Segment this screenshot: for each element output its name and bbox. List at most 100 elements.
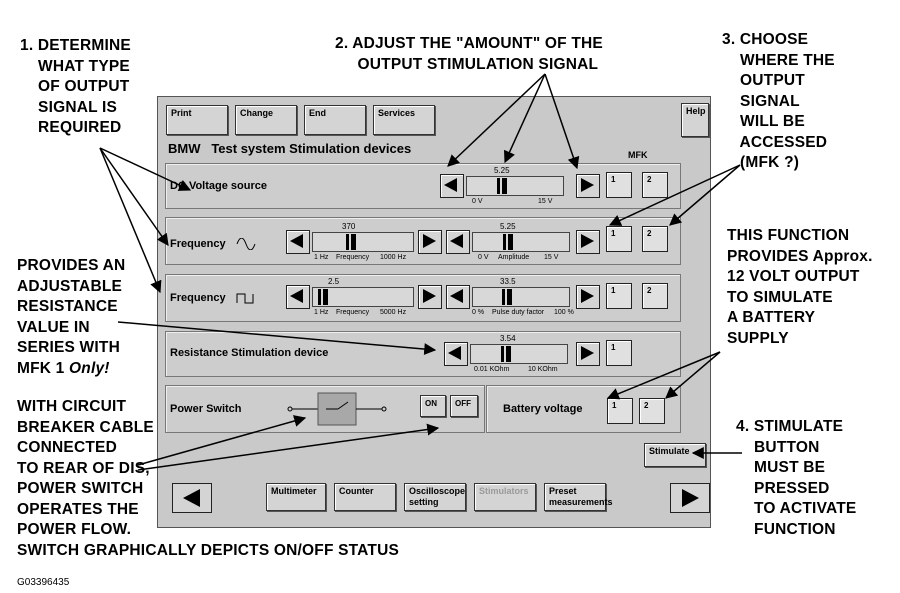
- freq-square-mfk2-button[interactable]: 2: [642, 283, 668, 309]
- power-on-button[interactable]: ON: [420, 395, 446, 417]
- resistance-mfk1-button[interactable]: 1: [606, 340, 632, 366]
- dc-mfk2-button[interactable]: 2: [642, 172, 668, 198]
- frequency-sine-panel: Frequency 370 1 Hz Frequency 1000 Hz 5.2…: [165, 217, 681, 265]
- freq-sine-amplitude-value: 5.25: [500, 222, 516, 231]
- annotation-resistance-text: PROVIDES AN ADJUSTABLE RESISTANCE VALUE …: [17, 257, 126, 377]
- arrow-left-icon: [444, 178, 457, 192]
- stimulators-button[interactable]: Stimulators: [474, 483, 536, 511]
- freq-square-frequency-slider[interactable]: [312, 287, 414, 307]
- freq-sine-mfk2-button[interactable]: 2: [642, 226, 668, 252]
- mfk-header: MFK: [628, 150, 648, 160]
- arrow-left-icon: [183, 489, 200, 507]
- freq-sine-frequency-min: 1 Hz: [314, 254, 329, 261]
- figure-id: G03396435: [17, 577, 70, 588]
- battery-panel: Battery voltage 1 2: [486, 385, 681, 433]
- freq-sine-mfk1-button[interactable]: 1: [606, 226, 632, 252]
- annotation-stimulate: 4. STIMULATE BUTTON MUST BE PRESSED TO A…: [736, 418, 857, 538]
- freq-square-duty-thumb[interactable]: [502, 289, 512, 305]
- resistance-slider-thumb[interactable]: [501, 346, 511, 362]
- dc-min-label: 0 V: [472, 198, 483, 205]
- freq-square-frequency-increase-button[interactable]: [418, 285, 442, 309]
- freq-square-duty-value: 33.5: [500, 277, 516, 286]
- dc-increase-button[interactable]: [576, 174, 600, 198]
- nav-forward-button[interactable]: [670, 483, 710, 513]
- frequency-square-panel: Frequency 2.5 1 Hz Frequency 5000 Hz 33.…: [165, 274, 681, 322]
- freq-square-frequency-decrease-button[interactable]: [286, 285, 310, 309]
- freq-square-frequency-thumb[interactable]: [318, 289, 328, 305]
- arrow-right-icon: [423, 289, 436, 303]
- square-wave-icon: [236, 293, 254, 304]
- freq-square-mfk1-button[interactable]: 1: [606, 283, 632, 309]
- annotation-choose: 3. CHOOSE WHERE THE OUTPUT SIGNAL WILL B…: [722, 31, 835, 171]
- freq-sine-amplitude-thumb[interactable]: [503, 234, 513, 250]
- freq-sine-amplitude-slider[interactable]: [472, 232, 570, 252]
- battery-label: Battery voltage: [503, 403, 583, 415]
- battery-mfk1-button[interactable]: 1: [607, 398, 633, 424]
- dc-value: 5.25: [494, 166, 510, 175]
- resistance-min-label: 0.01 KOhm: [474, 366, 510, 373]
- power-off-button[interactable]: OFF: [450, 395, 478, 417]
- freq-square-duty-decrease-button[interactable]: [446, 285, 470, 309]
- freq-square-frequency-min: 1 Hz: [314, 309, 329, 316]
- multimeter-button[interactable]: Multimeter: [266, 483, 326, 511]
- annotation-adjust: 2. ADJUST THE "AMOUNT" OF THE OUTPUT STI…: [335, 35, 603, 73]
- resistance-increase-button[interactable]: [576, 342, 600, 366]
- arrow-right-icon: [581, 178, 594, 192]
- arrow-left-icon: [290, 234, 303, 248]
- annotation-battery: THIS FUNCTION PROVIDES Approx. 12 VOLT O…: [727, 227, 873, 347]
- resistance-max-label: 10 KOhm: [528, 366, 558, 373]
- freq-square-duty-min: 0 %: [472, 309, 485, 316]
- freq-square-frequency-name: Frequency: [336, 309, 370, 316]
- freq-sine-amplitude-max: 15 V: [544, 254, 559, 261]
- freq-sine-frequency-value: 370: [342, 222, 356, 231]
- screen-title: BMW Test system Stimulation devices: [168, 141, 412, 156]
- freq-sine-amplitude-min: 0 V: [478, 254, 489, 261]
- oscilloscope-setting-button[interactable]: Oscilloscope setting: [404, 483, 466, 511]
- print-button[interactable]: Print: [166, 105, 228, 135]
- dc-decrease-button[interactable]: [440, 174, 464, 198]
- freq-sine-frequency-name: Frequency: [336, 254, 370, 261]
- change-button[interactable]: Change: [235, 105, 297, 135]
- arrow-right-icon: [581, 289, 594, 303]
- dc-mfk1-button[interactable]: 1: [606, 172, 632, 198]
- nav-back-button[interactable]: [172, 483, 212, 513]
- frequency-sine-label: Frequency: [170, 238, 226, 250]
- freq-square-duty-slider[interactable]: [472, 287, 570, 307]
- freq-sine-frequency-thumb[interactable]: [346, 234, 356, 250]
- freq-sine-frequency-increase-button[interactable]: [418, 230, 442, 254]
- annotation-resistance-only: Only!: [69, 359, 110, 377]
- arrow-left-icon: [290, 289, 303, 303]
- freq-sine-frequency-decrease-button[interactable]: [286, 230, 310, 254]
- freq-square-frequency-max: 5000 Hz: [380, 309, 407, 316]
- dc-slider-thumb[interactable]: [497, 178, 507, 194]
- resistance-decrease-button[interactable]: [444, 342, 468, 366]
- freq-square-duty-increase-button[interactable]: [576, 285, 600, 309]
- counter-button[interactable]: Counter: [334, 483, 396, 511]
- resistance-slider[interactable]: [470, 344, 568, 364]
- arrow-right-icon: [581, 346, 594, 360]
- resistance-value: 3.54: [500, 334, 516, 343]
- help-button[interactable]: Help: [681, 103, 709, 137]
- freq-square-frequency-value: 2.5: [328, 277, 340, 286]
- dc-max-label: 15 V: [538, 198, 553, 205]
- freq-sine-frequency-slider[interactable]: [312, 232, 414, 252]
- freq-sine-frequency-max: 1000 Hz: [380, 254, 407, 261]
- arrow-left-icon: [450, 289, 463, 303]
- freq-square-duty-max: 100 %: [554, 309, 574, 316]
- arrow-right-icon: [682, 489, 699, 507]
- freq-sine-amplitude-increase-button[interactable]: [576, 230, 600, 254]
- freq-square-duty-name: Pulse duty factor: [492, 309, 545, 316]
- annotation-resistance: PROVIDES AN ADJUSTABLE RESISTANCE VALUE …: [17, 256, 125, 379]
- battery-mfk2-button[interactable]: 2: [639, 398, 665, 424]
- dc-slider[interactable]: [466, 176, 564, 196]
- arrow-right-icon: [581, 234, 594, 248]
- stimulate-button[interactable]: Stimulate: [644, 443, 706, 467]
- services-button[interactable]: Services: [373, 105, 435, 135]
- arrow-right-icon: [423, 234, 436, 248]
- resistance-panel: Resistance Stimulation device 3.54 0.01 …: [165, 331, 681, 377]
- power-switch-label: Power Switch: [170, 403, 242, 415]
- end-button[interactable]: End: [304, 105, 366, 135]
- freq-sine-amplitude-decrease-button[interactable]: [446, 230, 470, 254]
- preset-measurements-button[interactable]: Preset measurements: [544, 483, 613, 511]
- annotation-determine: 1. DETERMINE WHAT TYPE OF OUTPUT SIGNAL …: [20, 37, 131, 136]
